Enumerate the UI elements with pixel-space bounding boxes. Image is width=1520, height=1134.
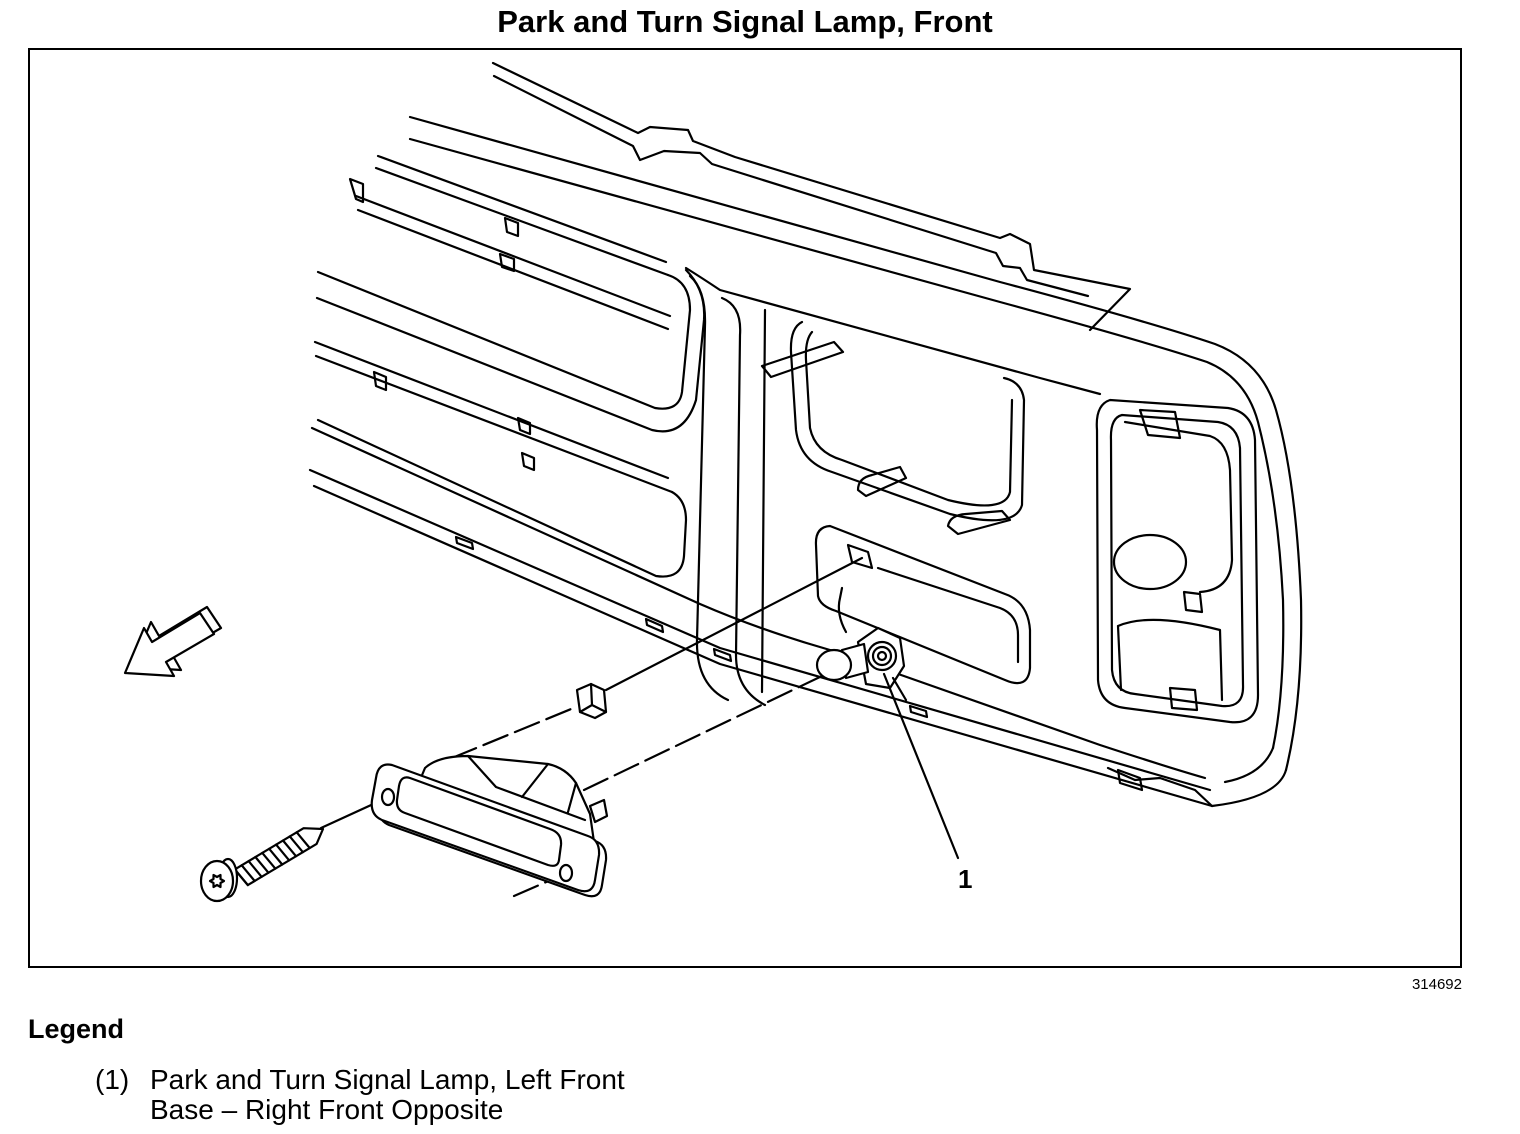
- center-opening-lower: [814, 524, 1032, 685]
- bulb-glass: [815, 648, 853, 682]
- lamp-lens-border: [395, 776, 563, 867]
- grille-tab: [503, 216, 520, 238]
- fascia-lower-edge-1: [310, 426, 1207, 780]
- screw: [199, 827, 325, 903]
- bulb-and-socket: [815, 586, 906, 690]
- grille-tab: [520, 451, 536, 472]
- figure-title: Park and Turn Signal Lamp, Front: [497, 4, 993, 39]
- lamp-illustration: 1: [123, 61, 1303, 903]
- grille-top-strip-upper-edge: [491, 61, 1132, 332]
- headlamp-clip: [1168, 686, 1199, 712]
- grille-center-pillar-left: [688, 274, 730, 702]
- fascia-lower-edge-2: [308, 468, 1212, 792]
- headlamp-clip: [1138, 408, 1182, 440]
- retainer-hole-alignment-line: [604, 556, 864, 692]
- lamp-socket-tube: [588, 798, 609, 824]
- illustration-frame: 1: [28, 48, 1462, 968]
- fascia-right-corner-inner: [1223, 746, 1275, 784]
- center-opening-upper: [789, 320, 1026, 522]
- center-opening-tab: [760, 340, 845, 379]
- fascia-lower-edge-3: [312, 484, 1214, 808]
- headlamp-lens: [1112, 533, 1188, 591]
- retainer-clip: [575, 682, 608, 720]
- bulb-socket: [856, 626, 906, 690]
- lamp-mounting-hole-right: [558, 863, 574, 883]
- headlamp-reflector-lower: [1116, 618, 1224, 702]
- fascia-lower-lip: [1106, 766, 1214, 808]
- bulb-socket-ring-mid: [871, 645, 893, 667]
- grille-tab: [348, 177, 365, 204]
- figure-id: 314692: [1411, 976, 1462, 993]
- bulb-socket-ring-inner: [876, 650, 888, 662]
- callout-label: 1: [958, 864, 972, 894]
- headlamp-bezel-inner: [1109, 413, 1245, 708]
- screw-head: [199, 859, 235, 903]
- fascia-opening-top-edge: [684, 266, 1102, 396]
- clip-alignment-line: [450, 705, 578, 760]
- grille-bar-1-bottom: [374, 166, 670, 277]
- headlamp-reflector-upper: [1123, 420, 1234, 594]
- grille-center-pillar-mid: [720, 296, 767, 707]
- lamp-housing-ribs: [466, 754, 587, 822]
- legend-item-line-1: Park and Turn Signal Lamp, Left Front: [150, 1064, 625, 1095]
- grille-bar-3-top: [313, 340, 670, 480]
- legend-item-number: (1): [95, 1064, 130, 1095]
- retainer-hole: [846, 543, 874, 570]
- grille-tab: [372, 370, 388, 392]
- fascia-upper-inner-edge: [408, 137, 1285, 750]
- lamp-flange-front: [370, 763, 601, 893]
- fascia-slot: [908, 704, 929, 719]
- grille-fascia-assembly: [308, 61, 1303, 808]
- grille-top-strip-lower-edge: [492, 74, 1090, 298]
- arrow-front-face: [123, 611, 216, 678]
- fascia-slot: [1116, 768, 1144, 792]
- center-opening-tab: [946, 509, 1012, 536]
- grille-bar-3-bottom: [314, 354, 674, 494]
- socket-wire: [837, 586, 848, 634]
- park-turn-lamp-housing: [370, 754, 609, 898]
- center-opening-lower-inner: [876, 566, 1020, 664]
- bulb-socket-ring-outer: [866, 640, 898, 672]
- retainer-clip-edges: [578, 682, 608, 714]
- fascia-slot: [712, 647, 733, 663]
- fascia-slot: [644, 617, 665, 634]
- fascia-upper-outer-edge: [408, 115, 1303, 772]
- legend-item-line-2: Base – Right Front Opposite: [150, 1094, 504, 1125]
- headlamp-socket: [1182, 590, 1204, 614]
- center-opening-upper-inner: [804, 330, 1014, 507]
- grille-tab: [516, 416, 532, 436]
- fascia-slot: [454, 535, 475, 551]
- lamp-mounting-hole-left: [380, 787, 396, 807]
- fascia-right-corner-outer: [1210, 768, 1288, 808]
- center-opening-tab: [856, 465, 908, 498]
- grille-tab: [498, 252, 516, 273]
- grille-opening-lower: [316, 418, 688, 578]
- grille-bar-1-top: [376, 154, 668, 264]
- headlamp-bezel-outer: [1095, 398, 1260, 724]
- callout-1: 1: [882, 672, 972, 894]
- grille-opening-upper: [316, 270, 692, 410]
- screw-shank: [233, 827, 325, 887]
- grille-bar-2-top: [354, 194, 672, 318]
- legend-heading: Legend: [28, 1014, 125, 1044]
- torx-socket-icon: [208, 873, 226, 889]
- callout-leader-line: [882, 672, 960, 860]
- arrow-down-left-icon: [123, 605, 223, 678]
- bulb-alignment-line: [582, 674, 824, 792]
- screw-threads: [233, 831, 311, 887]
